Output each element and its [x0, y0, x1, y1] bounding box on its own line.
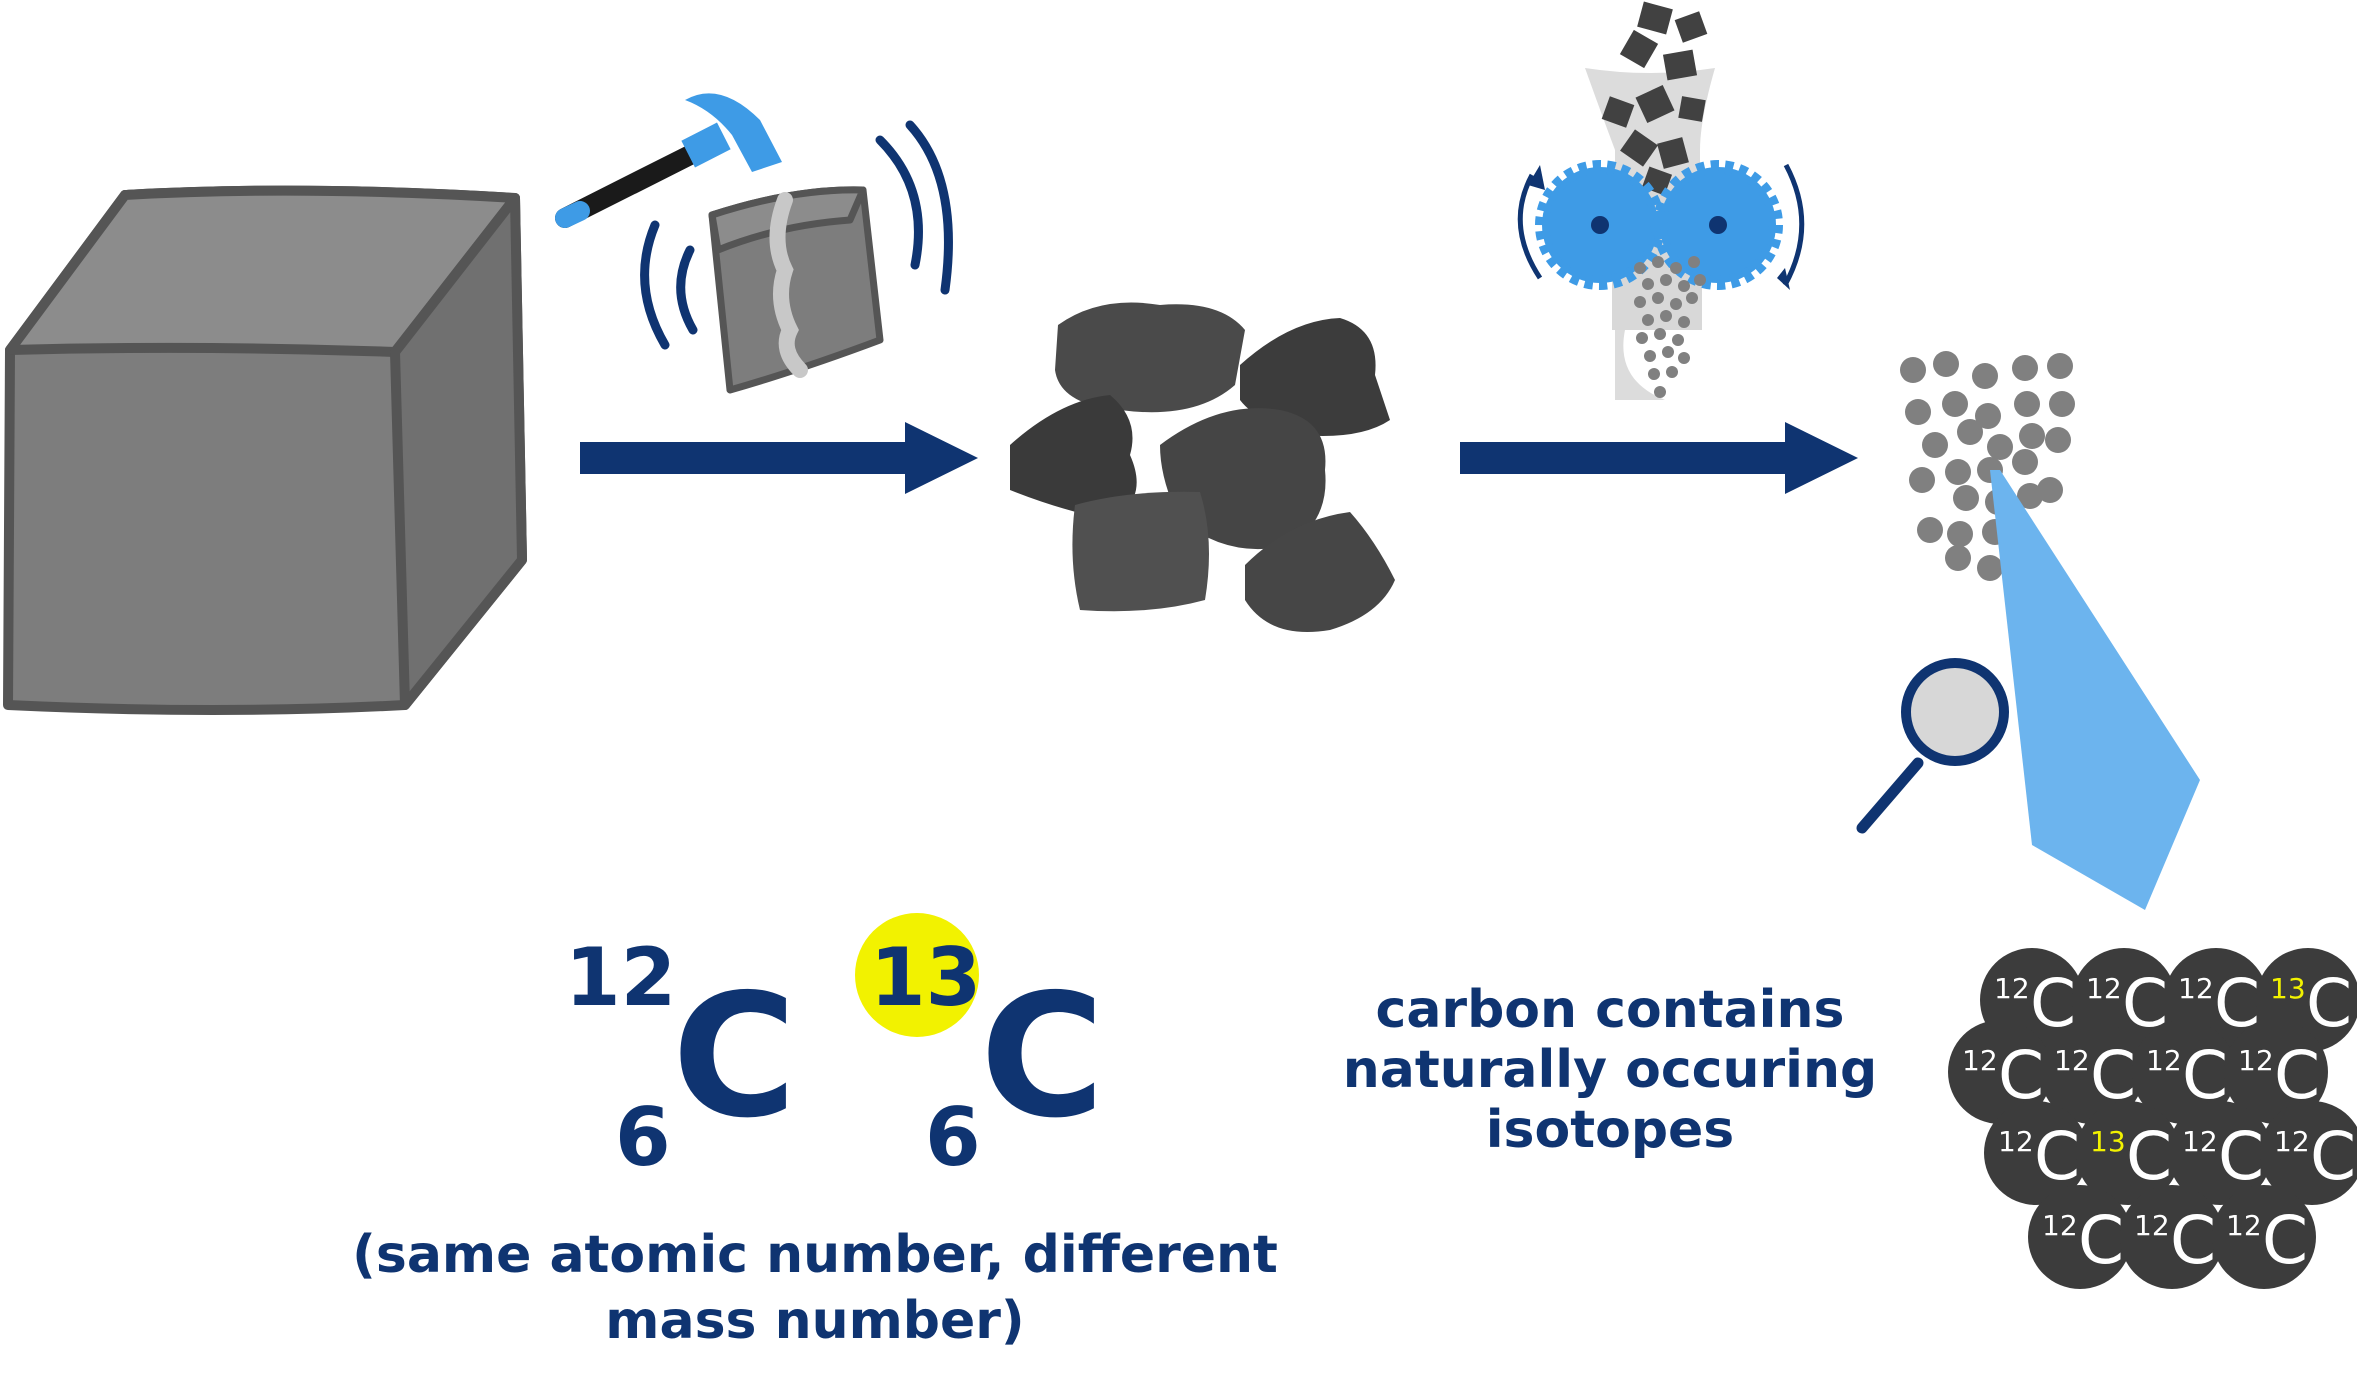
caption-isotopes: (same atomic number, different mass numb… [330, 1222, 1300, 1354]
highlight-circle [855, 913, 979, 1037]
atom-symbol: C [2310, 1118, 2356, 1195]
atom-circle [2224, 1020, 2328, 1124]
caption-natural: carbon contains naturally occuring isoto… [1300, 980, 1920, 1160]
ground-powder [1634, 256, 1706, 398]
atom-mass-number: 12 [2054, 1044, 2090, 1077]
atom-circle [2120, 1185, 2224, 1289]
atom-mass-number: 12 [2146, 1044, 2182, 1077]
atom-circle [1984, 1101, 2088, 1205]
atom-mass-number: 12 [2086, 972, 2122, 1005]
gear-left-icon [1535, 160, 1665, 290]
symbol-12c: C [672, 958, 797, 1156]
atom-mass-number: 12 [2238, 1044, 2274, 1077]
atom-circle [1948, 1020, 2052, 1124]
arrow-1 [580, 422, 978, 494]
atomic-number-13: 6 [925, 1091, 981, 1184]
atom-mass-number: 12 [1994, 972, 2030, 1005]
atom-mass-number: 12 [2226, 1209, 2262, 1242]
vibration-lines [640, 120, 953, 350]
atom-symbol: C [2126, 1118, 2172, 1195]
symbol-13c: C [980, 958, 1105, 1156]
atom-circle [2260, 1101, 2357, 1205]
rock-chunks [1010, 302, 1395, 632]
atom-mass-number: 13 [2270, 972, 2306, 1005]
isotope-13c: 13 6 C [855, 913, 1105, 1184]
atomic-number-12: 6 [615, 1091, 671, 1184]
atom-symbol: C [2078, 1202, 2124, 1279]
atom-mass-number: 12 [2178, 972, 2214, 1005]
magnifier-icon [1856, 658, 2009, 834]
atom-symbol: C [2034, 1118, 2080, 1195]
atom-mass-number: 12 [2274, 1125, 2310, 1158]
atom-mass-number: 12 [1962, 1044, 1998, 1077]
atom-mass-number: 12 [2182, 1125, 2218, 1158]
atom-circle [2028, 1185, 2132, 1289]
atom-symbol: C [2218, 1118, 2264, 1195]
breaking-block [708, 186, 884, 394]
rotation-arrows [1517, 163, 1805, 287]
powder-pile [1900, 351, 2075, 581]
caption-natural-line3: isotopes [1485, 1100, 1735, 1160]
atom-symbol: C [2262, 1202, 2308, 1279]
atom-circle [2076, 1101, 2180, 1205]
caption-isotopes-line2: mass number) [605, 1291, 1025, 1351]
atom-mass-number: 12 [2042, 1209, 2078, 1242]
atom-circle [2212, 1185, 2316, 1289]
hammer-icon [555, 93, 782, 228]
arrow-2 [1460, 422, 1858, 494]
isotope-12c: 12 6 C [565, 931, 797, 1184]
caption-natural-line1: carbon contains [1375, 980, 1845, 1040]
atom-mass-number: 12 [1998, 1125, 2034, 1158]
gear-right-icon [1653, 160, 1783, 290]
atom-circle [2168, 1101, 2272, 1205]
caption-natural-line2: naturally occuring [1342, 1040, 1878, 1100]
atom-mass-number: 13 [2090, 1125, 2126, 1158]
atom-mass-number: 12 [2134, 1209, 2170, 1242]
caption-isotopes-line1: (same atomic number, different [352, 1225, 1278, 1285]
atom-circle [2132, 1020, 2236, 1124]
graphite-block [3, 185, 527, 715]
mass-number-12: 12 [565, 931, 676, 1024]
atom-symbol: C [2306, 965, 2352, 1042]
crusher-mill [1517, 1, 1805, 400]
mass-number-13: 13 [870, 931, 981, 1024]
atom-circle [2040, 1020, 2144, 1124]
atom-symbol: C [2170, 1202, 2216, 1279]
zoom-beam [1990, 470, 2200, 910]
